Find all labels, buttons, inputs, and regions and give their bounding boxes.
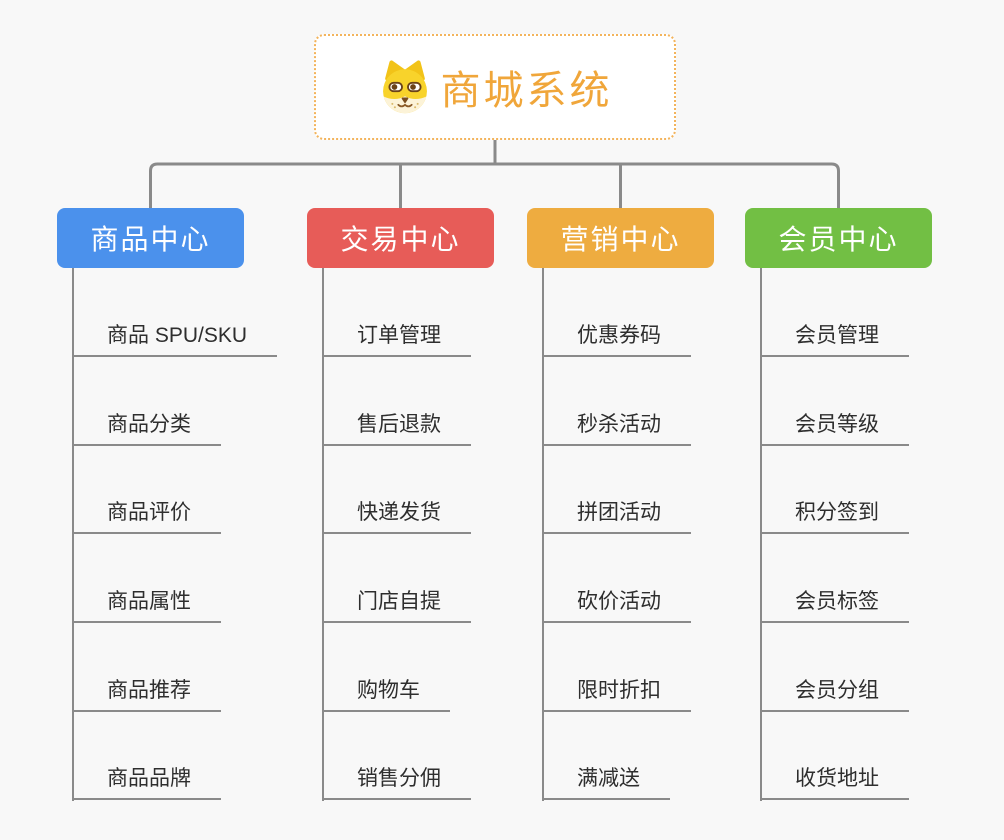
- branch-column-trade: 交易中心 订单管理 售后退款 快递发货 门店自提 购物车 销售分佣: [307, 0, 527, 840]
- child-topic[interactable]: 拼团活动: [542, 496, 691, 534]
- branch-column-marketing: 营销中心 优惠券码 秒杀活动 拼团活动 砍价活动 限时折扣 满减送: [527, 0, 747, 840]
- branch-spine: [322, 268, 324, 801]
- child-topic[interactable]: 优惠券码: [542, 319, 691, 357]
- branch-spine: [760, 268, 762, 801]
- branch-node-marketing[interactable]: 营销中心: [527, 208, 714, 268]
- branch-label: 交易中心: [340, 224, 461, 255]
- child-topic[interactable]: 门店自提: [322, 585, 471, 623]
- child-topic[interactable]: 销售分佣: [322, 762, 471, 800]
- branch-spine: [72, 268, 74, 801]
- child-topic[interactable]: 订单管理: [322, 319, 471, 357]
- child-topic[interactable]: 秒杀活动: [542, 408, 691, 446]
- branch-node-member[interactable]: 会员中心: [745, 208, 932, 268]
- child-topic[interactable]: 满减送: [542, 762, 670, 800]
- child-topic[interactable]: 砍价活动: [542, 585, 691, 623]
- branch-column-goods: 商品中心 商品 SPU/SKU 商品分类 商品评价 商品属性 商品推荐 商品品牌: [57, 0, 278, 840]
- child-topic[interactable]: 会员管理: [760, 319, 909, 357]
- child-topic[interactable]: 商品评价: [72, 496, 221, 534]
- child-topic[interactable]: 商品分类: [72, 408, 221, 446]
- child-topic[interactable]: 商品品牌: [72, 762, 221, 800]
- child-topic[interactable]: 商品 SPU/SKU: [72, 319, 278, 357]
- branch-label: 会员中心: [778, 224, 899, 255]
- branch-node-goods[interactable]: 商品中心: [57, 208, 244, 268]
- child-topic[interactable]: 会员标签: [760, 585, 909, 623]
- child-topic[interactable]: 商品属性: [72, 585, 221, 623]
- child-topic[interactable]: 快递发货: [322, 496, 471, 534]
- root-node[interactable]: 商城系统: [314, 34, 676, 140]
- branch-label: 营销中心: [560, 224, 681, 255]
- child-topic[interactable]: 会员分组: [760, 674, 909, 712]
- child-topic[interactable]: 购物车: [322, 674, 450, 712]
- child-topic[interactable]: 售后退款: [322, 408, 471, 446]
- branch-node-trade[interactable]: 交易中心: [307, 208, 494, 268]
- child-topic[interactable]: 限时折扣: [542, 674, 691, 712]
- dog-face-icon: [382, 60, 427, 114]
- child-topic[interactable]: 会员等级: [760, 408, 909, 446]
- branch-label: 商品中心: [90, 224, 211, 255]
- child-topic[interactable]: 积分签到: [760, 496, 909, 534]
- child-topic[interactable]: 商品推荐: [72, 674, 221, 712]
- root-title: 商城系统: [440, 69, 613, 113]
- branch-spine: [542, 268, 544, 801]
- branch-column-member: 会员中心 会员管理 会员等级 积分签到 会员标签 会员分组 收货地址: [745, 0, 965, 840]
- child-topic[interactable]: 收货地址: [760, 762, 909, 800]
